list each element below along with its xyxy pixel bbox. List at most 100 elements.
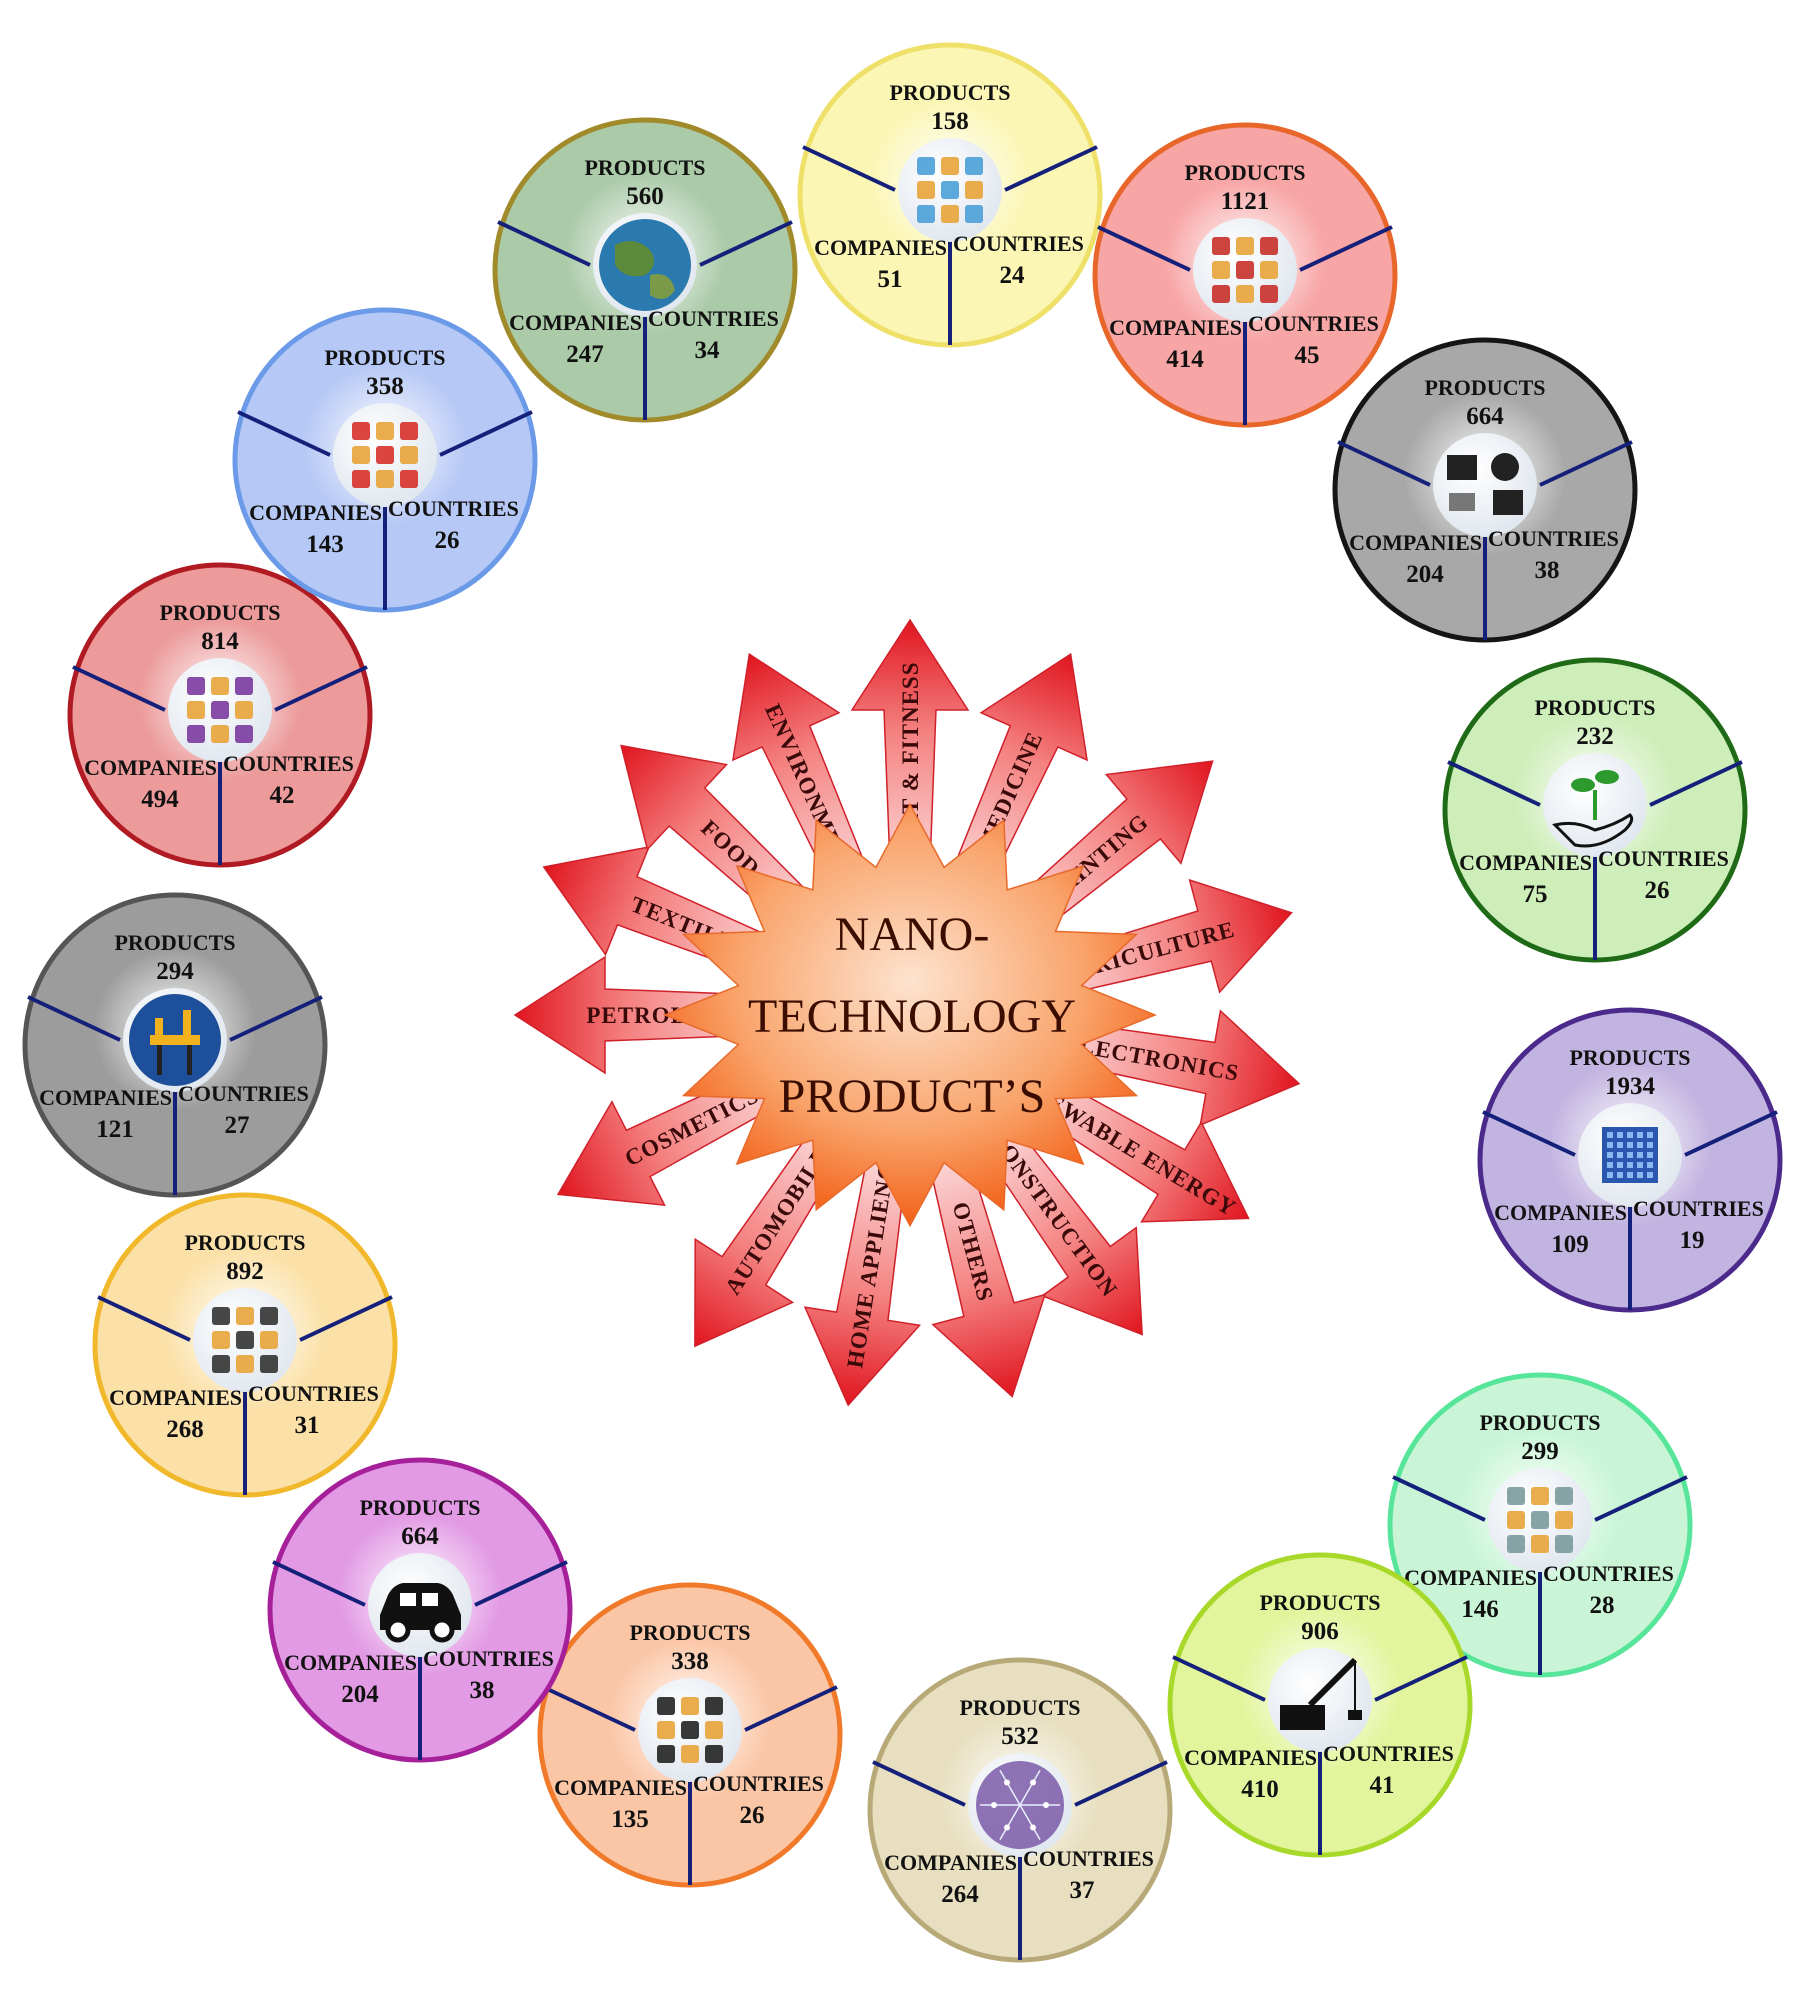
companies-value: 268 bbox=[166, 1416, 204, 1443]
countries-value: 34 bbox=[695, 337, 721, 364]
countries-label: COUNTRIES bbox=[178, 1081, 309, 1106]
companies-value: 109 bbox=[1551, 1231, 1589, 1258]
divider-line bbox=[1299, 225, 1393, 272]
divider-line bbox=[237, 410, 331, 457]
arrow-shape bbox=[694, 1128, 847, 1348]
companies-value: 51 bbox=[878, 266, 903, 293]
countries-value: 28 bbox=[1590, 1592, 1615, 1619]
divider-line bbox=[299, 1295, 393, 1342]
arrow-shape bbox=[850, 618, 970, 866]
divider-line bbox=[1649, 760, 1743, 807]
companies-value: 135 bbox=[611, 1806, 649, 1833]
countries-label: COUNTRIES bbox=[693, 1771, 824, 1796]
products-label: PRODUCTS bbox=[1534, 695, 1655, 720]
companies-label: COMPANIES bbox=[1349, 530, 1482, 555]
companies-label: COMPANIES bbox=[884, 1850, 1017, 1875]
products-value: 892 bbox=[226, 1258, 264, 1285]
divider-line bbox=[497, 220, 591, 267]
products-value: 814 bbox=[201, 628, 239, 655]
companies-label: COMPANIES bbox=[1459, 850, 1592, 875]
divider-line bbox=[1172, 1655, 1266, 1702]
divider-line bbox=[1074, 1760, 1168, 1807]
countries-value: 41 bbox=[1370, 1772, 1395, 1799]
countries-value: 38 bbox=[470, 1677, 495, 1704]
products-value: 532 bbox=[1001, 1723, 1039, 1750]
products-label: PRODUCTS bbox=[159, 600, 280, 625]
countries-value: 24 bbox=[1000, 262, 1026, 289]
icon-disc bbox=[1268, 1648, 1372, 1752]
products-value: 294 bbox=[156, 958, 194, 985]
products-label: PRODUCTS bbox=[1259, 1590, 1380, 1615]
products-label: PRODUCTS bbox=[1424, 375, 1545, 400]
products-label: PRODUCTS bbox=[359, 1495, 480, 1520]
companies-value: 204 bbox=[1406, 561, 1444, 588]
companies-label: COMPANIES bbox=[1494, 1200, 1627, 1225]
countries-label: COUNTRIES bbox=[953, 231, 1084, 256]
crane-icon bbox=[1280, 1657, 1362, 1730]
divider-line bbox=[1447, 760, 1541, 807]
globe-icon bbox=[599, 219, 691, 311]
products-value: 299 bbox=[1521, 1438, 1559, 1465]
companies-value: 494 bbox=[141, 786, 179, 813]
divider-line bbox=[1004, 145, 1098, 192]
arrow-shape bbox=[732, 652, 869, 888]
products-label: PRODUCTS bbox=[889, 80, 1010, 105]
center-star-shape bbox=[662, 802, 1158, 1228]
companies-label: COMPANIES bbox=[814, 235, 947, 260]
center-title-line-3: PRODUCT’S bbox=[779, 1070, 1046, 1123]
cosmetics-icon bbox=[212, 1307, 278, 1373]
products-value: 158 bbox=[931, 108, 969, 135]
companies-label: COMPANIES bbox=[1109, 315, 1242, 340]
companies-label: COMPANIES bbox=[1404, 1565, 1537, 1590]
divider-line bbox=[744, 1685, 838, 1732]
products-label: PRODUCTS bbox=[584, 155, 705, 180]
center-star: NANO- TECHNOLOGY PRODUCT’S bbox=[662, 802, 1158, 1228]
divider-line bbox=[72, 665, 166, 712]
arrow-shape bbox=[928, 1153, 1047, 1398]
products-value: 338 bbox=[671, 1648, 709, 1675]
countries-value: 19 bbox=[1680, 1227, 1705, 1254]
companies-value: 264 bbox=[941, 1881, 979, 1908]
companies-label: COMPANIES bbox=[84, 755, 217, 780]
countries-label: COUNTRIES bbox=[1633, 1196, 1764, 1221]
products-value: 906 bbox=[1301, 1618, 1339, 1645]
countries-label: COUNTRIES bbox=[1323, 1741, 1454, 1766]
oil-rig-icon bbox=[129, 994, 221, 1086]
companies-label: COMPANIES bbox=[249, 500, 382, 525]
companies-value: 247 bbox=[566, 341, 604, 368]
countries-label: COUNTRIES bbox=[1543, 1561, 1674, 1586]
plant-hand-icon bbox=[1552, 770, 1634, 848]
countries-value: 38 bbox=[1535, 557, 1560, 584]
divider-line bbox=[1684, 1110, 1778, 1157]
divider-line bbox=[1539, 440, 1633, 487]
countries-value: 45 bbox=[1295, 342, 1320, 369]
companies-value: 146 bbox=[1461, 1596, 1499, 1623]
companies-value: 75 bbox=[1523, 881, 1548, 908]
companies-label: COMPANIES bbox=[509, 310, 642, 335]
countries-value: 27 bbox=[225, 1112, 250, 1139]
divider-line bbox=[274, 665, 368, 712]
products-label: PRODUCTS bbox=[1184, 160, 1305, 185]
products-value: 560 bbox=[626, 183, 664, 210]
companies-value: 410 bbox=[1241, 1776, 1279, 1803]
products-value: 232 bbox=[1576, 723, 1614, 750]
countries-value: 26 bbox=[435, 527, 460, 554]
sector-circles: PRODUCTS158COMPANIES51COUNTRIES24PRODUCT… bbox=[22, 42, 1783, 1963]
products-value: 664 bbox=[401, 1523, 439, 1550]
countries-label: COUNTRIES bbox=[1248, 311, 1379, 336]
divider-line bbox=[474, 1560, 568, 1607]
countries-label: COUNTRIES bbox=[388, 496, 519, 521]
divider-line bbox=[1374, 1655, 1468, 1702]
fitness-icon bbox=[917, 157, 983, 223]
